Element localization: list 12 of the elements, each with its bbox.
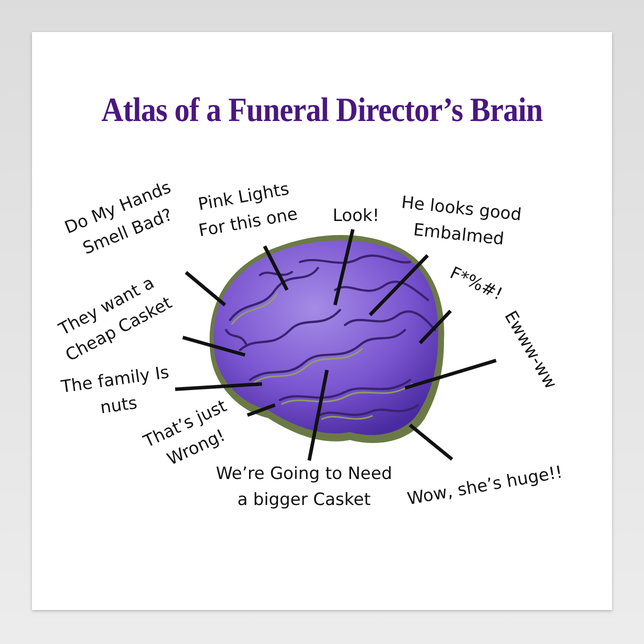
- leader-line: [408, 424, 454, 461]
- leader-line: [404, 358, 497, 390]
- callout-text: Pink Lights For this one: [182, 173, 310, 246]
- callout-text: We’re Going to Need a bigger Casket: [209, 460, 399, 514]
- leader-line: [182, 336, 246, 357]
- leader-line: [175, 382, 262, 392]
- leader-line: [368, 254, 429, 316]
- title: Atlas of a Funeral Director’s Brain: [100, 92, 544, 130]
- leader-line: [184, 271, 226, 306]
- callout-text: Wow, she’s huge!!: [404, 459, 566, 514]
- callout-text: He looks good Embalmed: [388, 188, 532, 256]
- callout-text: Look!: [326, 203, 386, 230]
